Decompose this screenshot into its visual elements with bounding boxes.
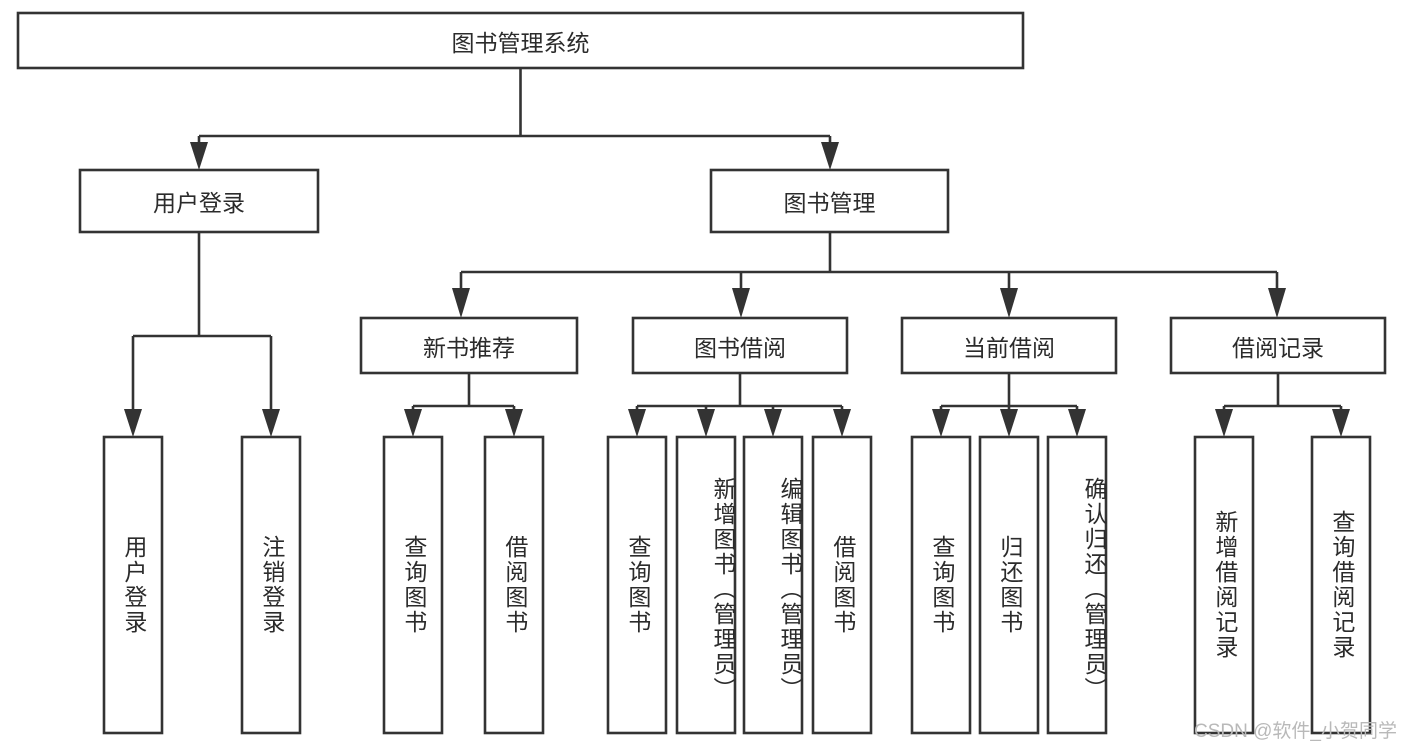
leaf-box-current-borrow-1[interactable]: [910, 435, 972, 735]
arrow-user-login-leaf-2: [262, 409, 280, 437]
arrow-borrow-record-leaf-1: [1215, 409, 1233, 437]
arrow-root-to-book-mgmt: [821, 142, 839, 170]
leaf-box-book-borrow-4[interactable]: [811, 435, 873, 735]
leaf-box-book-borrow-3[interactable]: [742, 435, 804, 735]
connector-group-new-book: [404, 373, 523, 437]
leaf-box-current-borrow-3[interactable]: [1046, 435, 1108, 735]
node-book-mgmt-box[interactable]: [709, 168, 950, 234]
arrow-user-login-leaf-1: [124, 409, 142, 437]
connector-group-borrow-record: [1215, 373, 1350, 437]
leaf-box-current-borrow-2[interactable]: [978, 435, 1040, 735]
node-root-box[interactable]: [16, 11, 1025, 70]
node-new-book-box[interactable]: [359, 316, 579, 375]
node-user-login-box[interactable]: [78, 168, 320, 234]
leaf-box-book-borrow-1[interactable]: [606, 435, 668, 735]
leaf-box-user-login-2[interactable]: [240, 435, 302, 735]
arrow-book-mgmt-child-3: [1000, 288, 1018, 318]
arrow-book-borrow-leaf-4: [833, 409, 851, 437]
arrow-book-borrow-leaf-2: [697, 409, 715, 437]
arrow-current-borrow-leaf-3: [1068, 409, 1086, 437]
arrow-book-mgmt-child-2: [732, 288, 750, 318]
leaf-box-book-borrow-2[interactable]: [675, 435, 737, 735]
connector-group-root: [190, 68, 839, 170]
leaf-box-borrow-record-1[interactable]: [1193, 435, 1255, 735]
arrow-book-borrow-leaf-3: [764, 409, 782, 437]
node-book-borrow-box[interactable]: [631, 316, 849, 375]
arrow-book-borrow-leaf-1: [628, 409, 646, 437]
arrow-current-borrow-leaf-1: [932, 409, 950, 437]
arrow-book-mgmt-child-4: [1268, 288, 1286, 318]
leaf-box-borrow-record-2[interactable]: [1310, 435, 1372, 735]
connector-group-current-borrow: [932, 373, 1086, 437]
leaf-box-user-login-1[interactable]: [102, 435, 164, 735]
connector-group-book-mgmt: [452, 232, 1286, 318]
arrow-root-to-user-login: [190, 142, 208, 170]
connector-group-user-login: [124, 232, 280, 437]
arrow-current-borrow-leaf-2: [1000, 409, 1018, 437]
connector-group-book-borrow: [628, 373, 851, 437]
arrow-borrow-record-leaf-2: [1332, 409, 1350, 437]
node-current-borrow-box[interactable]: [900, 316, 1118, 375]
node-borrow-record-box[interactable]: [1169, 316, 1387, 375]
leaf-box-new-book-2[interactable]: [483, 435, 545, 735]
arrow-book-mgmt-child-1: [452, 288, 470, 318]
arrow-new-book-leaf-1: [404, 409, 422, 437]
leaf-box-new-book-1[interactable]: [382, 435, 444, 735]
arrow-new-book-leaf-2: [505, 409, 523, 437]
